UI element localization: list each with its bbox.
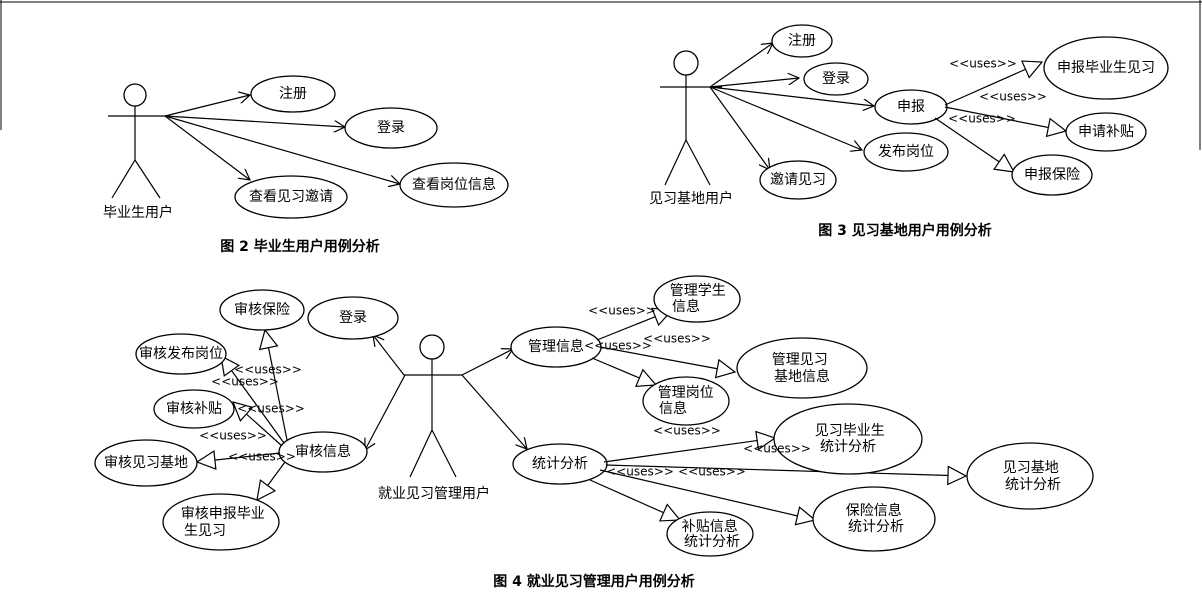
uses-label: <<uses>> xyxy=(948,112,1016,126)
uses-label: <<uses>> xyxy=(199,429,267,443)
uc-declare-graduate-trainee xyxy=(1043,36,1169,100)
uc-statistics xyxy=(512,443,608,485)
uc-view-positions xyxy=(399,162,509,208)
uc-label: 注册 xyxy=(279,86,307,102)
uc-label: 登录 xyxy=(339,310,367,326)
uc-register xyxy=(771,24,833,58)
uc-stat-bases xyxy=(966,442,1094,510)
uses-label: <<uses>> xyxy=(653,424,721,438)
uc-label: 查看见习邀请 xyxy=(249,189,333,205)
caption: 图 4 就业见习管理用户用例分析 xyxy=(493,573,695,590)
actor-graduate: 毕业生用户 xyxy=(103,83,173,221)
figure-4: 就业见习管理用户 登录 管理信息 审核信息 统计分析 审核保险 审核发布岗位 审… xyxy=(94,275,1094,590)
uc-label: 管理信息 xyxy=(528,338,584,355)
uses-label: <<uses>> xyxy=(949,57,1017,71)
uc-declare-insurance xyxy=(1011,154,1093,196)
uc-label: 管理岗位 信息 xyxy=(658,385,718,417)
uc-label: 保险信息 统计分析 xyxy=(846,502,906,535)
uc-label: 审核信息 xyxy=(295,443,351,460)
uc-login xyxy=(307,296,399,340)
uc-view-invitation xyxy=(234,175,348,219)
caption: 图 2 毕业生用户用例分析 xyxy=(220,238,380,255)
uses-label: <<uses>> xyxy=(743,442,811,456)
uc-review-insurance xyxy=(219,289,305,331)
uc-label: 发布岗位 xyxy=(878,144,934,160)
actor-admin: 就业见习管理用户 xyxy=(378,334,490,502)
uc-label: 审核保险 xyxy=(234,302,290,318)
uses-label: <<uses>> xyxy=(643,332,711,346)
uses-label: <<uses>> xyxy=(678,465,746,479)
actor-base-user: 见习基地用户 xyxy=(649,50,733,207)
uc-label: 申报保险 xyxy=(1024,167,1080,183)
uc-stat-graduates xyxy=(773,403,923,475)
uc-stat-insurance xyxy=(812,486,936,552)
uc-label: 审核补贴 xyxy=(166,401,222,417)
uc-label: 统计分析 xyxy=(532,456,588,472)
uc-label: 审核申报毕业 生见习 xyxy=(181,506,269,539)
uc-manage-position-info xyxy=(642,376,730,426)
uses-label: <<uses>> xyxy=(588,304,656,318)
uc-label: 见习毕业生 统计分析 xyxy=(815,423,889,455)
caption: 图 3 见习基地用户用例分析 xyxy=(818,222,992,239)
actor-label: 就业见习管理用户 xyxy=(378,485,490,502)
uses-label: <<uses>> xyxy=(211,375,279,389)
uc-invite-trainee xyxy=(759,160,837,200)
uses-label: <<uses>> xyxy=(979,90,1047,104)
uc-login xyxy=(344,107,438,149)
figure-2: 毕业生用户 注册 登录 查看见习邀请 查看岗位信息 图 2 毕业生用户用例分析 xyxy=(103,75,509,255)
uc-stat-subsidy xyxy=(666,511,754,557)
uc-review-info xyxy=(278,431,368,473)
uc-label: 申报 xyxy=(897,99,925,115)
uses-label: <<uses>> xyxy=(584,339,652,353)
uc-label: 审核见习基地 xyxy=(104,454,188,471)
uc-register xyxy=(250,75,336,113)
uc-label: 见习基地 统计分析 xyxy=(1003,459,1063,493)
uc-label: 登录 xyxy=(377,120,405,136)
actor-label: 见习基地用户 xyxy=(649,190,733,207)
uses-label: <<uses>> xyxy=(237,402,305,416)
actor-label: 毕业生用户 xyxy=(103,204,173,221)
uc-review-base xyxy=(94,439,198,487)
uc-label: 管理见习 基地信息 xyxy=(772,352,832,385)
uc-label: 查看岗位信息 xyxy=(412,176,496,193)
uc-apply-subsidy xyxy=(1065,112,1147,152)
uc-label: 审核发布岗位 xyxy=(139,346,223,362)
uc-publish-position xyxy=(863,132,949,172)
uc-review-subsidy xyxy=(153,389,235,429)
uc-manage-student-info xyxy=(653,275,741,323)
uc-label: 注册 xyxy=(788,33,816,49)
uc-label: 管理学生 信息 xyxy=(670,283,730,315)
uc-review-published-position xyxy=(135,333,227,375)
uses-label: <<uses>> xyxy=(228,450,296,464)
uses-label: <<uses>> xyxy=(606,465,674,479)
uc-label: 补贴信息 统计分析 xyxy=(682,518,742,550)
uc-label: 申报毕业生见习 xyxy=(1057,60,1155,76)
uc-label: 邀请见习 xyxy=(770,172,826,188)
uc-label: 申请补贴 xyxy=(1078,124,1134,140)
uc-manage-base-info xyxy=(736,337,868,399)
figure-3: 见习基地用户 注册 登录 申报 发布岗位 邀请见习 申报毕业生见习 申请补贴 申… xyxy=(649,24,1169,239)
uses-label: <<uses>> xyxy=(234,363,302,377)
uc-label: 登录 xyxy=(822,71,850,87)
uc-login xyxy=(803,62,869,96)
uc-review-graduate-declaration xyxy=(162,493,280,551)
